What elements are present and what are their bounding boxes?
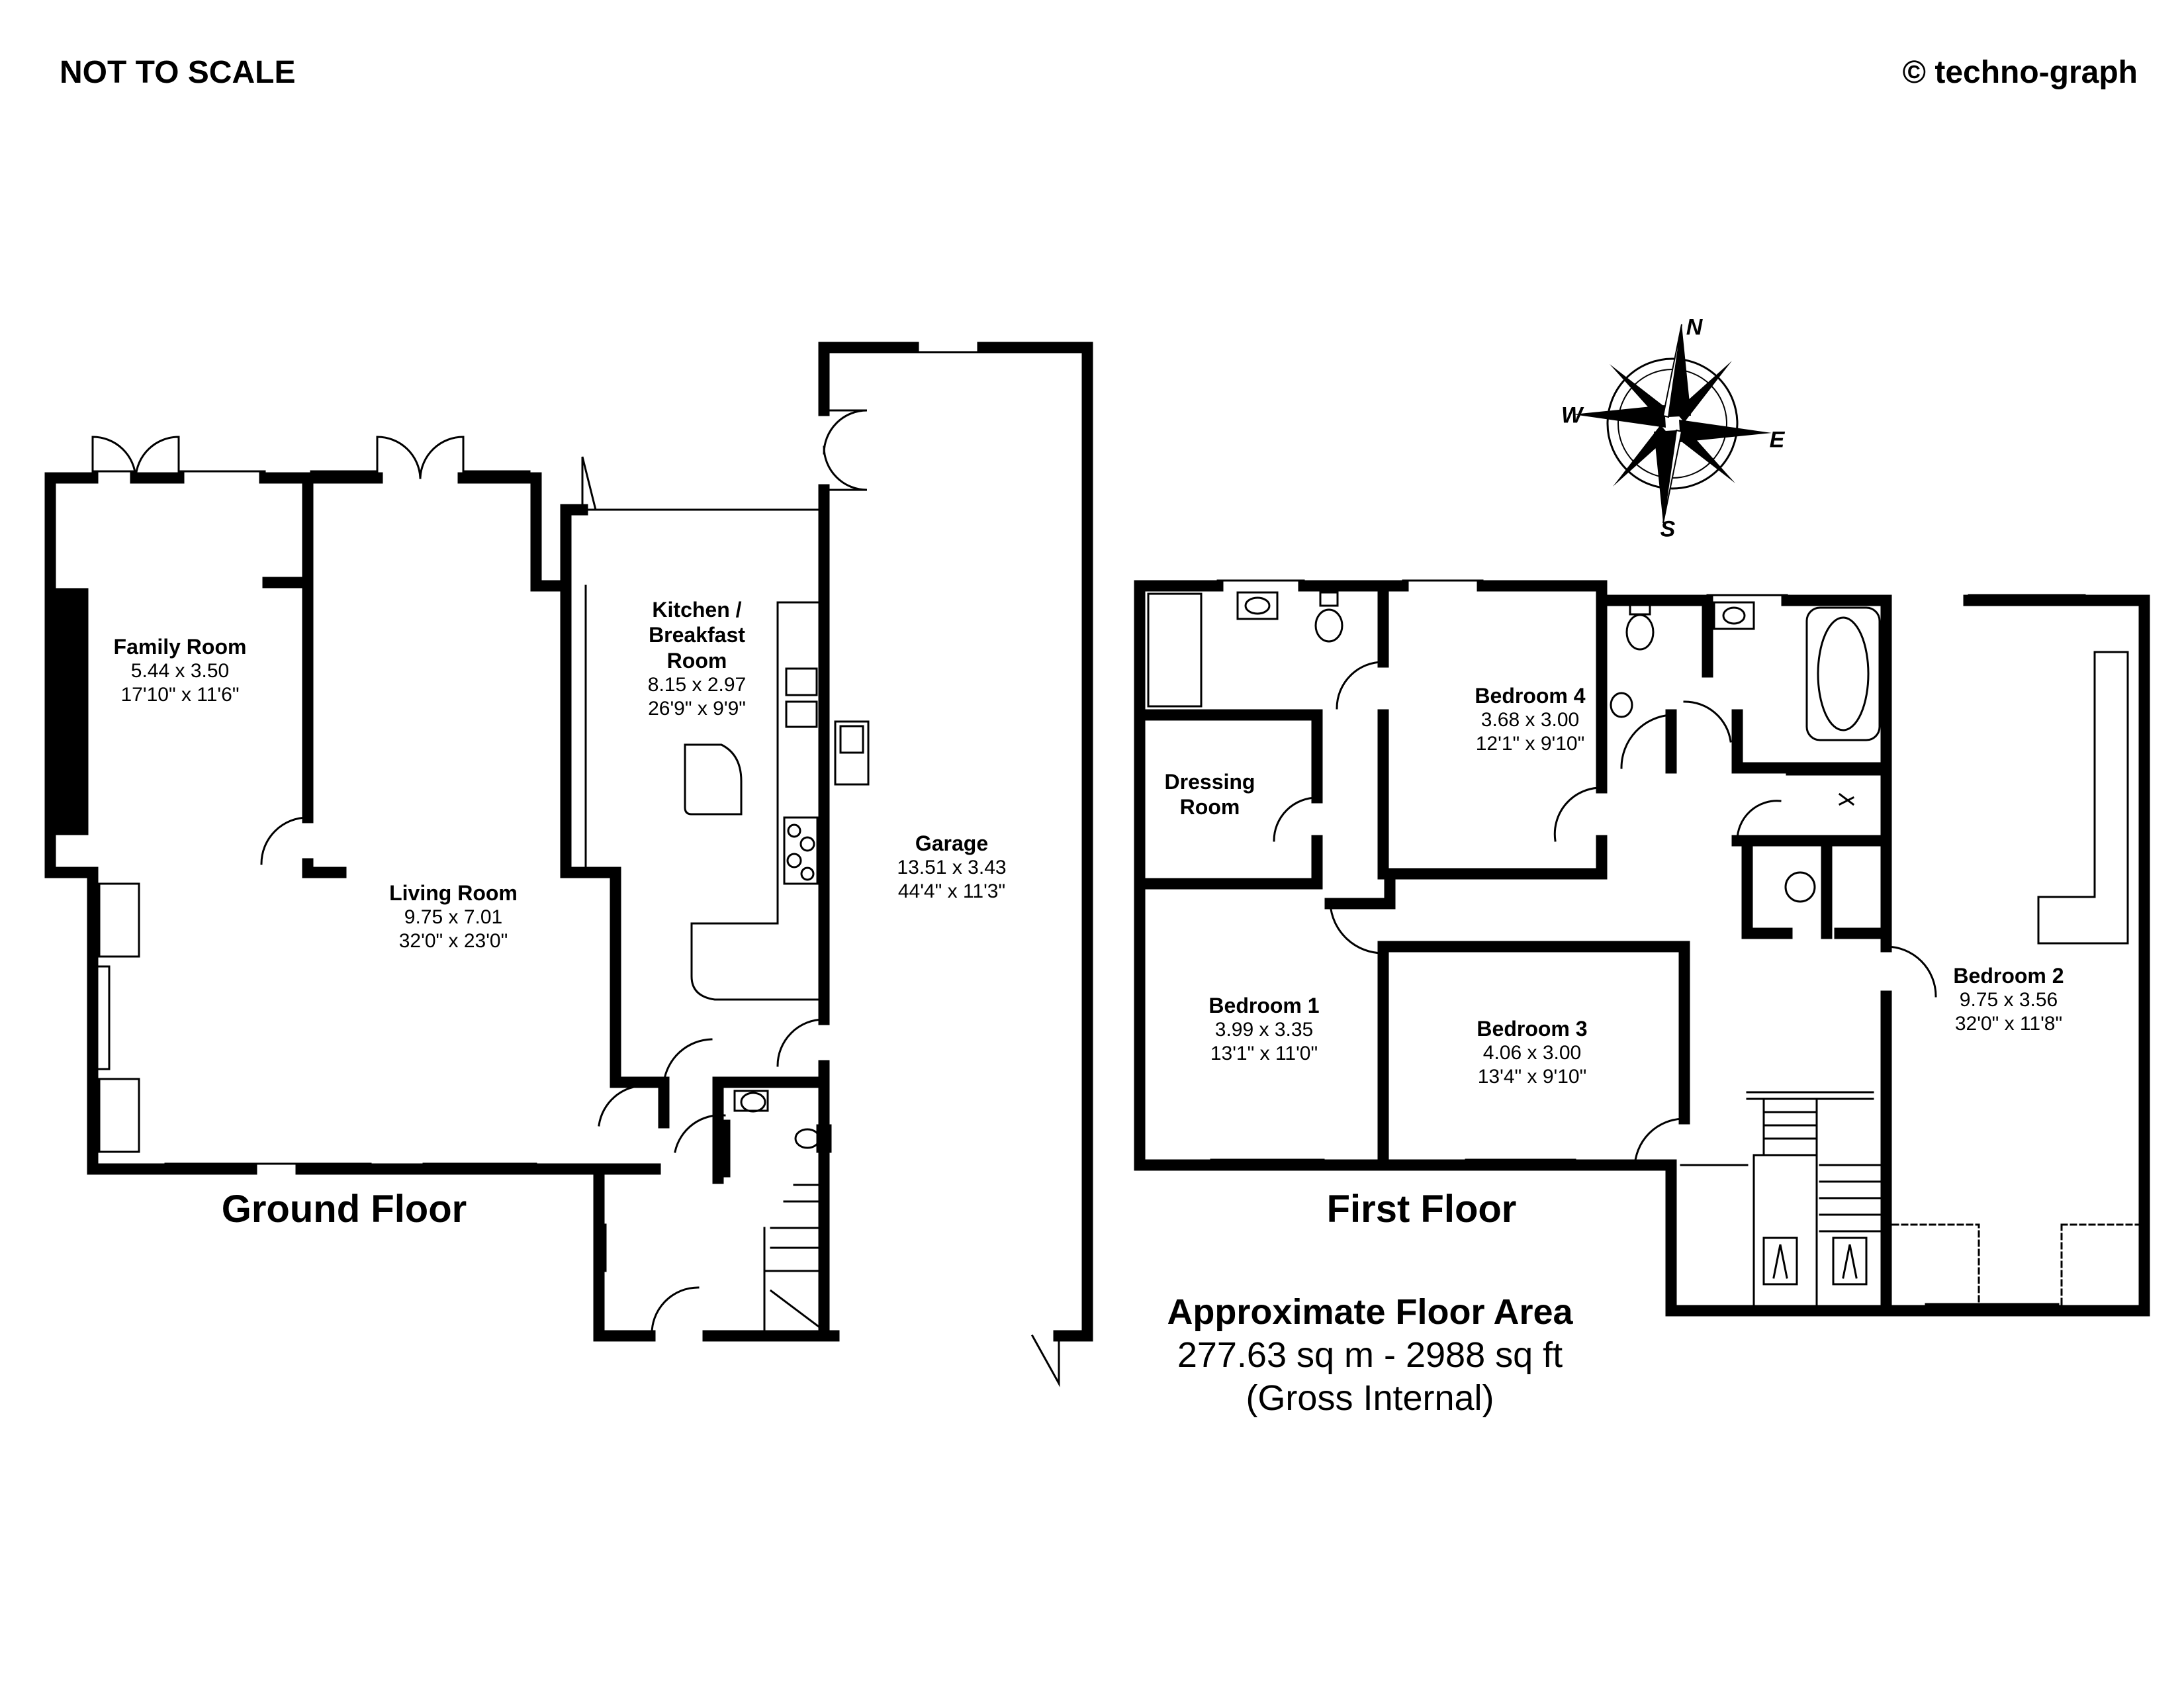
- room-imperial: 32'0" x 11'8": [1954, 1013, 2063, 1035]
- room-name: Bedroom 2: [1953, 964, 2064, 988]
- first-floor-details: [1147, 579, 2139, 1312]
- room-imperial: 13'4" x 9'10": [1477, 1066, 1587, 1088]
- room-bedroom-3: Bedroom 3 4.06 x 3.00 13'4" x 9'10": [1477, 1016, 1587, 1089]
- compass-rose: [1573, 324, 1772, 524]
- room-metric: 3.68 x 3.00: [1480, 709, 1580, 731]
- room-metric: 4.06 x 3.00: [1482, 1042, 1582, 1064]
- room-name: Garage: [915, 831, 989, 855]
- floor-area-note: (Gross Internal): [1246, 1378, 1494, 1418]
- room-name-line1: Kitchen /: [652, 598, 742, 622]
- ground-floor-details: [56, 351, 1060, 1387]
- room-garage: Garage 13.51 x 3.43 44'4" x 11'3": [897, 831, 1006, 904]
- room-imperial: 13'1" x 11'0": [1210, 1043, 1318, 1065]
- room-dressing: Dressing Room: [1165, 769, 1255, 820]
- first-floor-label: First Floor: [1326, 1188, 1517, 1231]
- room-bedroom-1: Bedroom 1 3.99 x 3.35 13'1" x 11'0": [1208, 993, 1319, 1066]
- room-imperial: 44'4" x 11'3": [897, 880, 1006, 903]
- room-imperial: 26'9" x 9'9": [648, 698, 746, 720]
- room-imperial: 32'0" x 23'0": [398, 930, 508, 953]
- room-name-line2: Room: [1179, 795, 1240, 820]
- room-family: Family Room 5.44 x 3.50 17'10" x 11'6": [114, 634, 247, 707]
- room-name: Bedroom 4: [1475, 684, 1586, 708]
- room-name: Bedroom 1: [1208, 994, 1320, 1017]
- floor-area-block: Approximate Floor Area 277.63 sq m - 298…: [1167, 1291, 1572, 1419]
- ground-floor-label: Ground Floor: [221, 1188, 467, 1231]
- room-name-line3: Room: [666, 648, 727, 673]
- room-name-line2: Breakfast: [649, 623, 745, 647]
- room-name: Living Room: [389, 881, 518, 905]
- room-metric: 5.44 x 3.50: [130, 660, 230, 682]
- room-imperial: 17'10" x 11'6": [120, 684, 240, 706]
- first-floor-walls: [1134, 580, 2150, 1317]
- copyright: © techno-graph: [1902, 55, 2138, 90]
- room-bedroom-2: Bedroom 2 9.75 x 3.56 32'0" x 11'8": [1953, 963, 2064, 1036]
- floor-area-title: Approximate Floor Area: [1167, 1292, 1573, 1332]
- compass-west: W: [1561, 402, 1583, 428]
- room-metric: 9.75 x 3.56: [1959, 989, 2058, 1011]
- room-name: Family Room: [113, 635, 247, 659]
- room-name: Bedroom 3: [1477, 1017, 1588, 1041]
- room-metric: 13.51 x 3.43: [897, 857, 1007, 879]
- ground-floor-walls: [44, 342, 1093, 1342]
- compass-north: N: [1686, 314, 1703, 340]
- scale-note: NOT TO SCALE: [60, 55, 296, 90]
- compass-south: S: [1660, 516, 1676, 542]
- room-metric: 3.99 x 3.35: [1214, 1019, 1314, 1041]
- room-bedroom-4: Bedroom 4 3.68 x 3.00 12'1" x 9'10": [1475, 683, 1585, 756]
- room-imperial: 12'1" x 9'10": [1475, 733, 1585, 755]
- compass-east: E: [1769, 427, 1785, 453]
- room-metric: 9.75 x 7.01: [404, 906, 503, 929]
- room-metric: 8.15 x 2.97: [647, 674, 747, 696]
- room-living: Living Room 9.75 x 7.01 32'0" x 23'0": [389, 880, 518, 953]
- room-kitchen: Kitchen / Breakfast Room 8.15 x 2.97 26'…: [648, 597, 746, 721]
- room-name-line1: Dressing: [1164, 770, 1255, 794]
- floor-area-value: 277.63 sq m - 2988 sq ft: [1177, 1335, 1563, 1375]
